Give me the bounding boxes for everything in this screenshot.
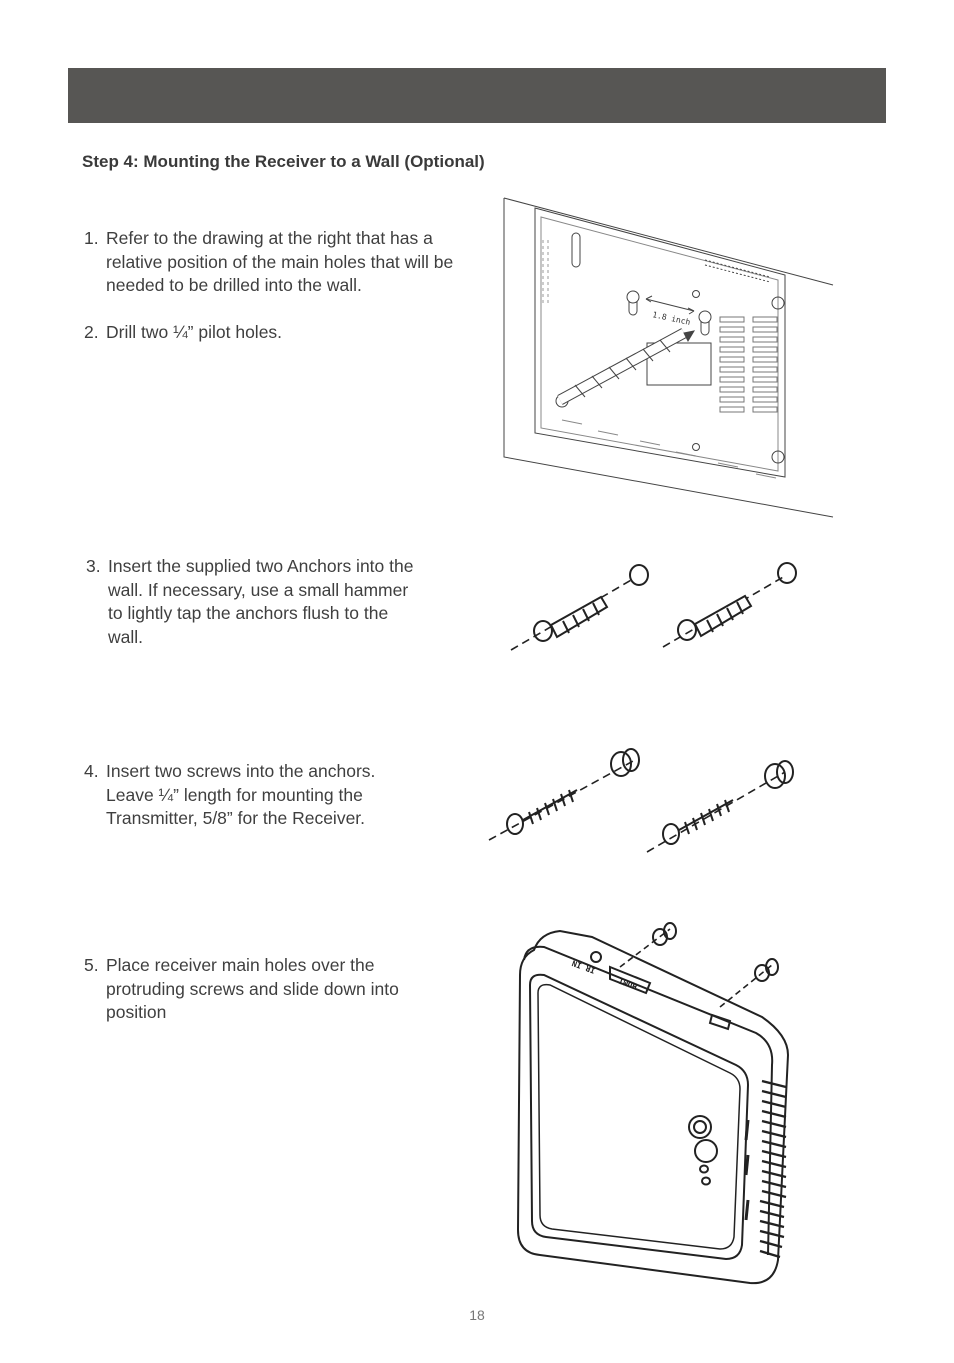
step-group-5: 5. Place receiver main holes over the pro… [84, 954, 439, 1048]
step-text: Drill two ¼” pilot holes. [106, 321, 283, 342]
step-2: 2. Drill two ¼” pilot holes. [84, 321, 469, 345]
step-number: 5. [84, 955, 99, 975]
step-number: 3. [86, 556, 101, 576]
step-text: Place receiver main holes over the protr… [106, 955, 399, 1022]
screws-figure [488, 748, 794, 853]
section-title: Step 4: Mounting the Receiver to a Wall … [82, 152, 485, 171]
step-4: 4. Insert two screws into the anchors. Le… [84, 760, 414, 831]
step-5: 5. Place receiver main holes over the pro… [84, 954, 439, 1025]
drill-dimension-label: 1.8 inch [652, 310, 692, 327]
step-group-3: 3. Insert the supplied two Anchors into t… [86, 555, 416, 672]
step-number: 2. [84, 321, 99, 342]
step-group-1: 1. Refer to the drawing at the right that… [84, 227, 469, 367]
step-3: 3. Insert the supplied two Anchors into t… [86, 555, 416, 649]
anchors-figure [510, 562, 797, 651]
header-bar [68, 68, 886, 123]
step-text: Insert the supplied two Anchors into the… [108, 556, 414, 647]
step-text: Refer to the drawing at the right that h… [106, 228, 454, 295]
wall-mount-drill-figure: 1.8 inch [503, 197, 834, 518]
step-text: Insert two screws into the anchors. Leav… [106, 761, 376, 828]
step-group-4: 4. Insert two screws into the anchors. Le… [84, 760, 414, 854]
receiver-figure: IR IN HDMI [516, 922, 790, 1285]
step-1: 1. Refer to the drawing at the right that… [84, 227, 469, 298]
page-number: 18 [469, 1307, 485, 1323]
step-number: 1. [84, 228, 99, 248]
step-number: 4. [84, 761, 99, 781]
